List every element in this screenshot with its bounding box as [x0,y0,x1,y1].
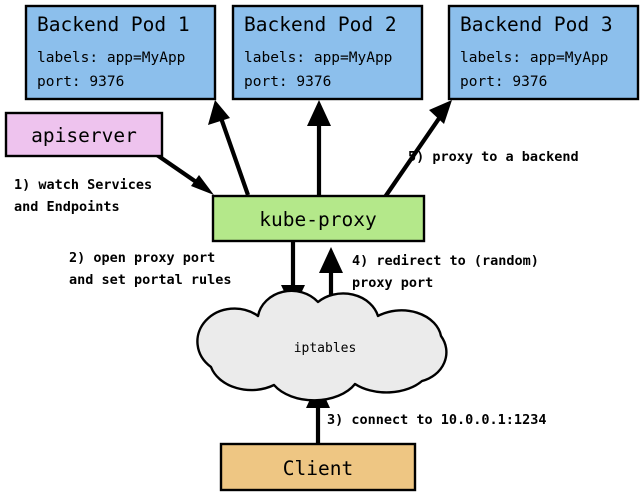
backend-pod-1-port: port: 9376 [37,74,124,90]
arrow-apiserver-to-kubeproxy [155,153,214,195]
step-4-line-2: proxy port [352,275,433,291]
step-5-line-1: 5) proxy to a backend [408,149,579,165]
kube-proxy-node[interactable]: kube-proxy [211,194,426,243]
backend-pod-3-title: Backend Pod 3 [460,13,613,36]
client-node[interactable]: Client [219,442,417,492]
step-1-label: 1) watch Services and Endpoints [14,177,152,215]
step-1-line-2: and Endpoints [14,199,120,215]
apiserver-node[interactable]: apiserver [4,111,164,158]
backend-pod-2[interactable]: Backend Pod 2 labels: app=MyApp port: 93… [231,4,424,101]
iptables-label: iptables [294,341,357,356]
step-5-label: 5) proxy to a backend [408,149,579,165]
step-2-label: 2) open proxy port and set portal rules [69,250,232,288]
step-4-label: 4) redirect to (random) proxy port [352,253,539,291]
step-2-line-1: 2) open proxy port [69,250,215,266]
backend-pod-2-port: port: 9376 [244,74,331,90]
backend-pod-2-labels: labels: app=MyApp [244,50,392,66]
backend-pod-3[interactable]: Backend Pod 3 labels: app=MyApp port: 93… [447,4,640,101]
step-2-line-2: and set portal rules [69,272,232,288]
backend-pod-1[interactable]: Backend Pod 1 labels: app=MyApp port: 93… [24,4,217,101]
backend-pod-3-labels: labels: app=MyApp [460,50,608,66]
client-label: Client [283,457,353,480]
backend-pod-2-title: Backend Pod 2 [244,13,397,36]
arrow-kubeproxy-to-pod-3 [383,100,452,199]
backend-pod-1-title: Backend Pod 1 [37,13,190,36]
kube-proxy-label: kube-proxy [259,208,376,231]
backend-pod-3-port: port: 9376 [460,74,547,90]
arrow-kubeproxy-to-pod-1 [208,100,250,196]
apiserver-label: apiserver [31,124,137,147]
step-3-line-1: 3) connect to 10.0.0.1:1234 [327,412,546,428]
step-3-label: 3) connect to 10.0.0.1:1234 [327,412,546,428]
step-4-line-1: 4) redirect to (random) [352,253,539,269]
step-1-line-1: 1) watch Services [14,177,152,193]
backend-pod-1-labels: labels: app=MyApp [37,50,185,66]
arrow-kubeproxy-to-pod-2 [307,100,331,195]
iptables-cloud: iptables [196,289,448,402]
